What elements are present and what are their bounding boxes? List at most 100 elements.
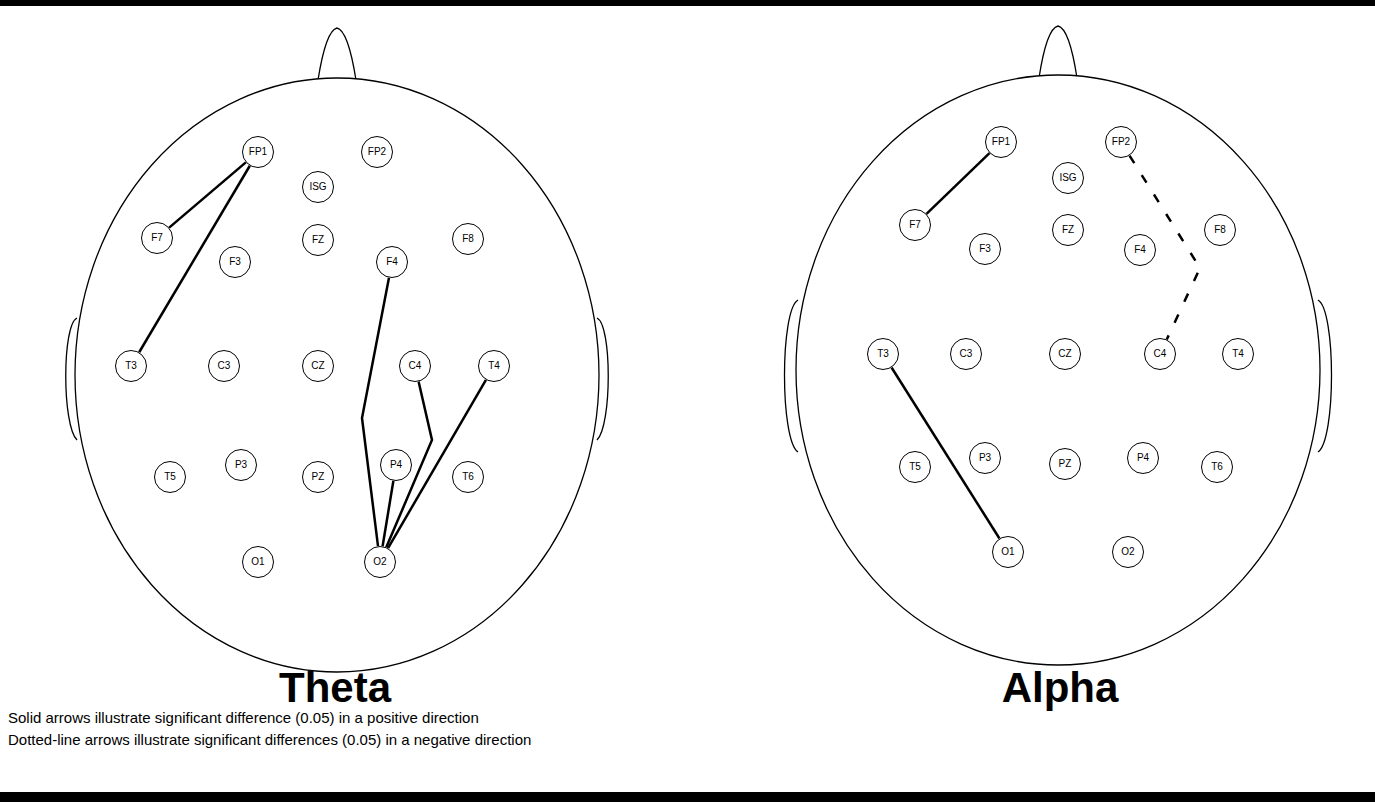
ear [66, 318, 77, 440]
ear [597, 318, 608, 440]
bottom-bar [0, 792, 1375, 802]
electrode-circle: FZ [302, 224, 334, 256]
dashed-connector [1129, 156, 1200, 340]
solid-connector [169, 162, 246, 227]
electrode-label: F3 [979, 244, 991, 254]
electrode-label: FP1 [249, 147, 267, 157]
electrode-circle: T3 [115, 350, 147, 382]
nose [1039, 26, 1077, 78]
electrode-circle: C4 [1144, 338, 1176, 370]
electrode-circle: T4 [478, 350, 510, 382]
ear [785, 300, 799, 452]
electrode-circle: O1 [242, 546, 274, 578]
solid-connector [362, 278, 389, 546]
electrode-label: T3 [877, 349, 889, 359]
map-title: Alpha [1002, 664, 1119, 712]
solid-connector [139, 166, 250, 352]
electrode-circle: F3 [969, 233, 1001, 265]
electrode-circle: ISG [1052, 162, 1084, 194]
electrode-circle: F4 [376, 246, 408, 278]
legend-note: Dotted-line arrows illustrate significan… [8, 731, 531, 748]
electrode-circle: PZ [302, 461, 334, 493]
electrode-circle: O2 [364, 546, 396, 578]
electrode-circle: FZ [1052, 214, 1084, 246]
electrode-label: F3 [229, 257, 241, 267]
electrode-label: F8 [1214, 225, 1226, 235]
electrode-label: P3 [979, 453, 991, 463]
electrode-label: C4 [1154, 349, 1167, 359]
electrode-label: P3 [235, 460, 247, 470]
electrode-circle: P3 [225, 449, 257, 481]
electrode-label: T6 [462, 472, 474, 482]
electrode-circle: O1 [992, 536, 1024, 568]
electrode-label: O2 [373, 557, 386, 567]
head-outline [796, 75, 1320, 665]
electrode-label: T3 [125, 361, 137, 371]
solid-connector [383, 481, 394, 546]
electrode-circle: FP1 [985, 126, 1017, 158]
electrode-circle: F8 [452, 223, 484, 255]
electrode-label: F8 [462, 234, 474, 244]
electrode-label: O1 [251, 557, 264, 567]
electrode-circle: P4 [380, 449, 412, 481]
electrode-circle: CZ [302, 350, 334, 382]
electrode-circle: F4 [1124, 234, 1156, 266]
electrode-label: O2 [1121, 547, 1134, 557]
electrode-label: FZ [312, 235, 324, 245]
electrode-circle: FP2 [361, 136, 393, 168]
electrode-label: O1 [1001, 547, 1014, 557]
electrode-circle: ISG [302, 171, 334, 203]
solid-connector [892, 368, 1000, 539]
legend-note: Solid arrows illustrate significant diff… [8, 709, 479, 726]
electrode-circle: F8 [1204, 214, 1236, 246]
electrode-circle: P4 [1127, 442, 1159, 474]
electrode-circle: T4 [1222, 338, 1254, 370]
head-outline [75, 78, 599, 672]
electrode-label: PZ [1059, 459, 1072, 469]
electrode-label: F7 [151, 233, 163, 243]
electrode-circle: P3 [969, 442, 1001, 474]
electrode-circle: F3 [219, 246, 251, 278]
electrode-label: T5 [164, 472, 176, 482]
electrode-circle: T3 [867, 338, 899, 370]
electrode-circle: O2 [1112, 536, 1144, 568]
electrode-label: C4 [409, 361, 422, 371]
electrode-label: T4 [1232, 349, 1244, 359]
electrode-circle: C3 [950, 338, 982, 370]
electrode-label: T6 [1211, 462, 1223, 472]
electrode-circle: C3 [208, 350, 240, 382]
electrode-label: F7 [909, 220, 921, 230]
electrode-label: P4 [390, 460, 402, 470]
electrode-label: CZ [311, 361, 324, 371]
electrode-label: T5 [909, 462, 921, 472]
electrode-circle: F7 [899, 209, 931, 241]
electrode-circle: T6 [1201, 451, 1233, 483]
electrode-circle: FP2 [1105, 126, 1137, 158]
electrode-label: F4 [386, 257, 398, 267]
electrode-circle: T5 [899, 451, 931, 483]
electrode-circle: C4 [399, 350, 431, 382]
electrode-circle: FP1 [242, 136, 274, 168]
electrode-label: CZ [1058, 349, 1071, 359]
electrode-label: C3 [218, 361, 231, 371]
electrode-label: FP1 [992, 137, 1010, 147]
electrode-label: C3 [960, 349, 973, 359]
electrode-label: F4 [1134, 245, 1146, 255]
ear [1318, 300, 1332, 452]
electrode-label: FP2 [1112, 137, 1130, 147]
electrode-label: PZ [312, 472, 325, 482]
top-bar [0, 0, 1375, 6]
electrode-circle: T5 [154, 461, 186, 493]
electrode-circle: F7 [141, 222, 173, 254]
electrode-label: FP2 [368, 147, 386, 157]
nose [318, 28, 356, 80]
electrode-label: ISG [309, 182, 326, 192]
map-title: Theta [279, 664, 391, 712]
electrode-circle: T6 [452, 461, 484, 493]
electrode-circle: CZ [1049, 338, 1081, 370]
electrode-label: T4 [488, 361, 500, 371]
solid-connector [927, 153, 990, 214]
